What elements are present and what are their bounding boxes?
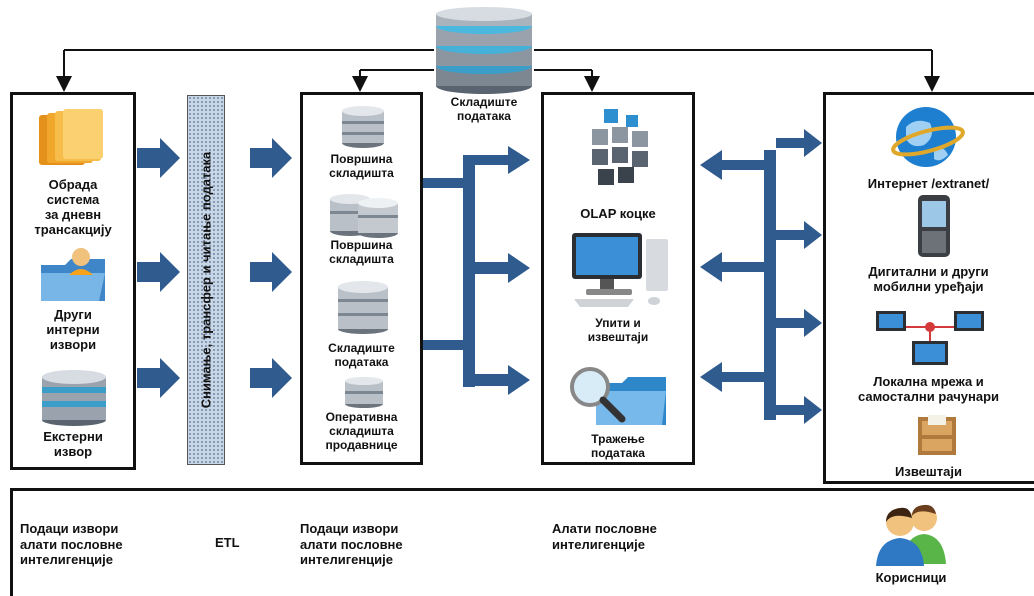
source-label-internal: Други интерни извори [46, 307, 100, 352]
storage-label-1: Површина складишта [329, 152, 394, 180]
arrows-etl-to-storage [250, 138, 292, 398]
olap-cube-icon [592, 109, 648, 185]
network-icon [876, 311, 984, 365]
data-mining-icon [570, 367, 666, 425]
bottom-users-label: Корисници [875, 570, 947, 585]
source-label-external: Екстерни извор [43, 429, 103, 459]
etl-process-label: Снимање, трансфер и читање података [198, 151, 214, 409]
users-icon [876, 504, 946, 566]
storage-panel: Површина складишта Површина складишта Ск… [300, 92, 423, 465]
file-cabinet-icon [918, 415, 956, 455]
globe-icon [891, 107, 965, 167]
tool-label-queries: Упити и извештаји [587, 316, 649, 344]
tools-panel: OLAP коцке Упити и извештаји Тражење под… [541, 92, 695, 465]
storage-label-2: Површина складишта [329, 238, 394, 266]
etl-process-bar [187, 95, 225, 465]
bottom-step-sources: Подаци извори алати пословне интелигенци… [20, 521, 123, 568]
top-distribution-lines [56, 49, 940, 92]
user-label-mobile: Дигитални и други мобилни уређаји [868, 264, 989, 294]
warehouse-label: Складиште података [450, 95, 518, 123]
user-label-lan: Локална мрежа и самостални рачунари [857, 374, 999, 404]
source-label-transactions: Обрада система за дневн трансакцију [34, 177, 112, 237]
bottom-legend-panel [10, 488, 1034, 596]
user-label-internet: Интернет /extranet/ [867, 176, 990, 191]
sources-panel: Обрада система за дневн трансакцију Друг… [10, 92, 136, 470]
bottom-step-storage: Подаци извори алати пословне интелигенци… [300, 521, 403, 568]
staging-db-icon-1 [342, 106, 384, 148]
arrows-sources-to-etl [137, 138, 180, 398]
tool-label-mining: Тражење података [591, 432, 645, 460]
users-panel: Интернет /extranet/ Дигитални и други мо… [823, 92, 1034, 484]
warehouse-db-icon [338, 281, 388, 334]
external-database-icon [42, 370, 106, 426]
computer-icon [572, 233, 668, 307]
tool-label-olap: OLAP коцке [580, 206, 656, 221]
staging-db-icon-2 [330, 194, 398, 238]
folders-icon [39, 109, 103, 165]
storage-label-3: Складиште података [328, 341, 395, 369]
central-database-icon [436, 7, 532, 94]
mobile-device-icon [918, 195, 950, 257]
operational-db-icon [345, 377, 383, 408]
storage-to-tools-bracket [423, 146, 530, 395]
user-label-reports: Извештаји [895, 464, 962, 479]
folder-user-icon [41, 248, 105, 301]
storage-label-4: Оперативна складишта продавнице [325, 410, 398, 452]
bottom-etl-label: ETL [215, 535, 240, 550]
bottom-step-tools: Алати пословне интелигенције [552, 521, 657, 552]
users-to-tools-bracket [700, 129, 822, 424]
